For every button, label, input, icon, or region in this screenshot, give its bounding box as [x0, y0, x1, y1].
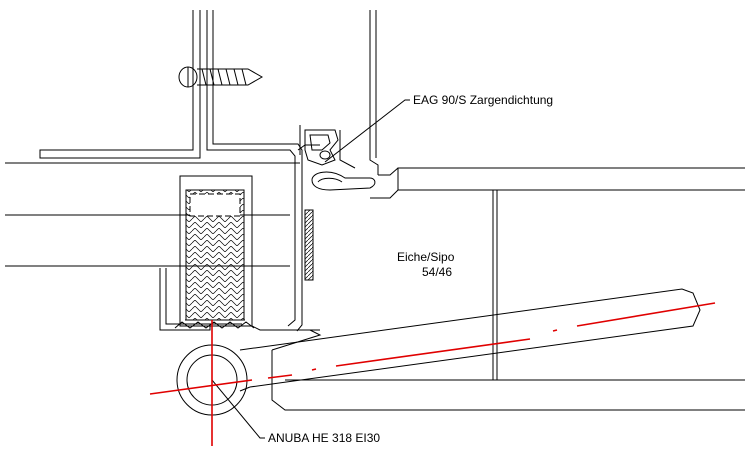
hinge-body: [159, 175, 320, 331]
frame-seal: [304, 129, 376, 191]
axis-lines: [149, 302, 716, 446]
seal-label: EAG 90/S Zargendichtung: [413, 93, 553, 107]
steel-frame-profile: [39, 10, 379, 332]
material-label: Eiche/Sipo: [397, 250, 455, 264]
door-leaf: [271, 167, 745, 411]
screw: [178, 66, 264, 88]
wall-lines: [5, 162, 300, 267]
hinge-label: ANUBA HE 318 EI30: [268, 431, 380, 445]
door-leaf-open: [239, 288, 701, 392]
material-dimensions-label: 54/46: [422, 265, 452, 279]
intumescent-strip: [304, 209, 314, 281]
leader-lines: [211, 99, 410, 439]
